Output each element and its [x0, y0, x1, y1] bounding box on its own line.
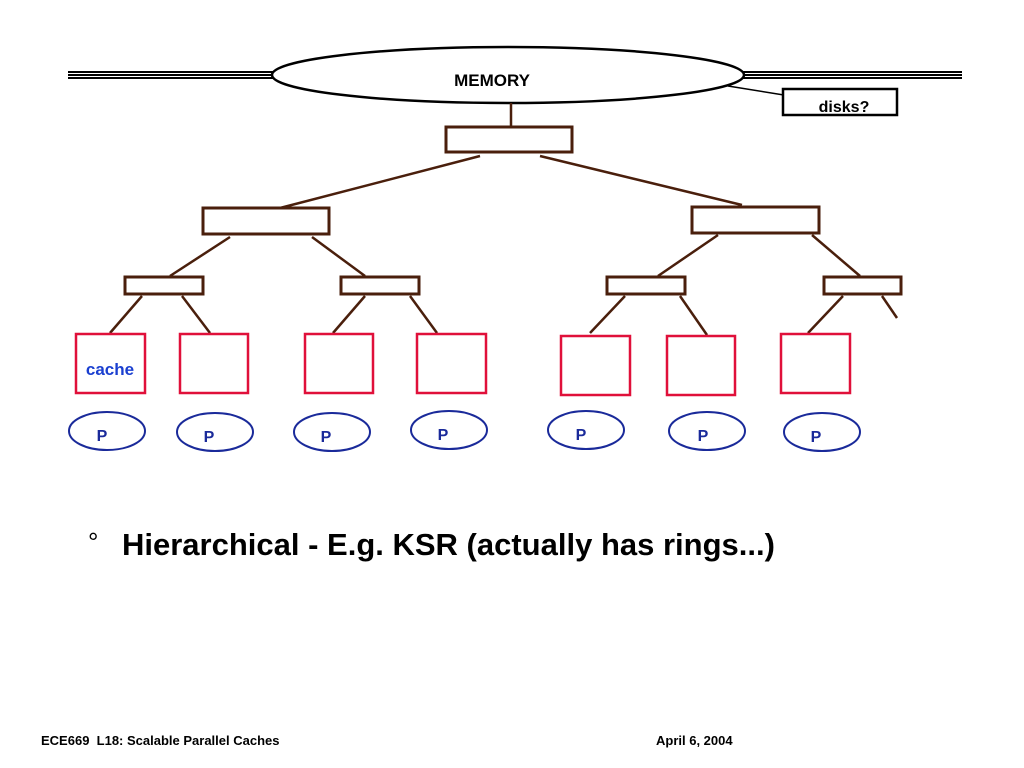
disks-box [781, 87, 899, 117]
cache-box [303, 332, 375, 395]
level2-switch-box-3 [605, 275, 687, 296]
processors: P P P P P P P [68, 410, 861, 452]
processor-oval [668, 411, 746, 451]
processor-label: P [811, 429, 822, 446]
memory-ellipse [270, 45, 746, 105]
bullet-point: ° Hierarchical - E.g. KSR (actually has r… [88, 527, 775, 563]
processor-label: P [576, 427, 587, 444]
processor-oval [547, 410, 625, 450]
footer-course-title: ECE669 L18: Scalable Parallel Caches [41, 733, 280, 748]
cache-box [559, 334, 632, 397]
processor-oval [293, 412, 371, 452]
processor-oval [68, 411, 146, 451]
disks-connector [727, 85, 791, 97]
disks-label: disks? [819, 99, 870, 116]
memory-label: MEMORY [454, 71, 531, 90]
cache-box [74, 332, 147, 395]
processor-label: P [698, 428, 709, 445]
tree-connectors [109, 103, 899, 336]
cache-label: cache [86, 360, 134, 379]
cache-box [779, 332, 852, 395]
processor-label: P [204, 429, 215, 446]
cache-boxes [74, 332, 852, 397]
processor-label: P [97, 428, 108, 445]
level1-switch-box-left [201, 206, 331, 236]
root-switch-box [444, 125, 574, 154]
level2-switch-box-1 [123, 275, 205, 296]
cache-box [178, 332, 250, 395]
processor-oval [783, 412, 861, 452]
processor-oval [176, 412, 254, 452]
bullet-text: Hierarchical - E.g. KSR (actually has ri… [122, 527, 775, 562]
level2-switch-box-4 [822, 275, 903, 296]
memory-bus [68, 71, 962, 79]
level1-switch-box-right [690, 205, 821, 235]
cache-box [415, 332, 488, 395]
processor-oval [410, 410, 488, 450]
footer-date: April 6, 2004 [656, 733, 733, 748]
processor-label: P [321, 429, 332, 446]
cache-box [665, 334, 737, 397]
bullet-mark: ° [88, 527, 99, 557]
processor-label: P [438, 427, 449, 444]
level2-switch-box-2 [339, 275, 421, 296]
switch-nodes [123, 125, 903, 296]
